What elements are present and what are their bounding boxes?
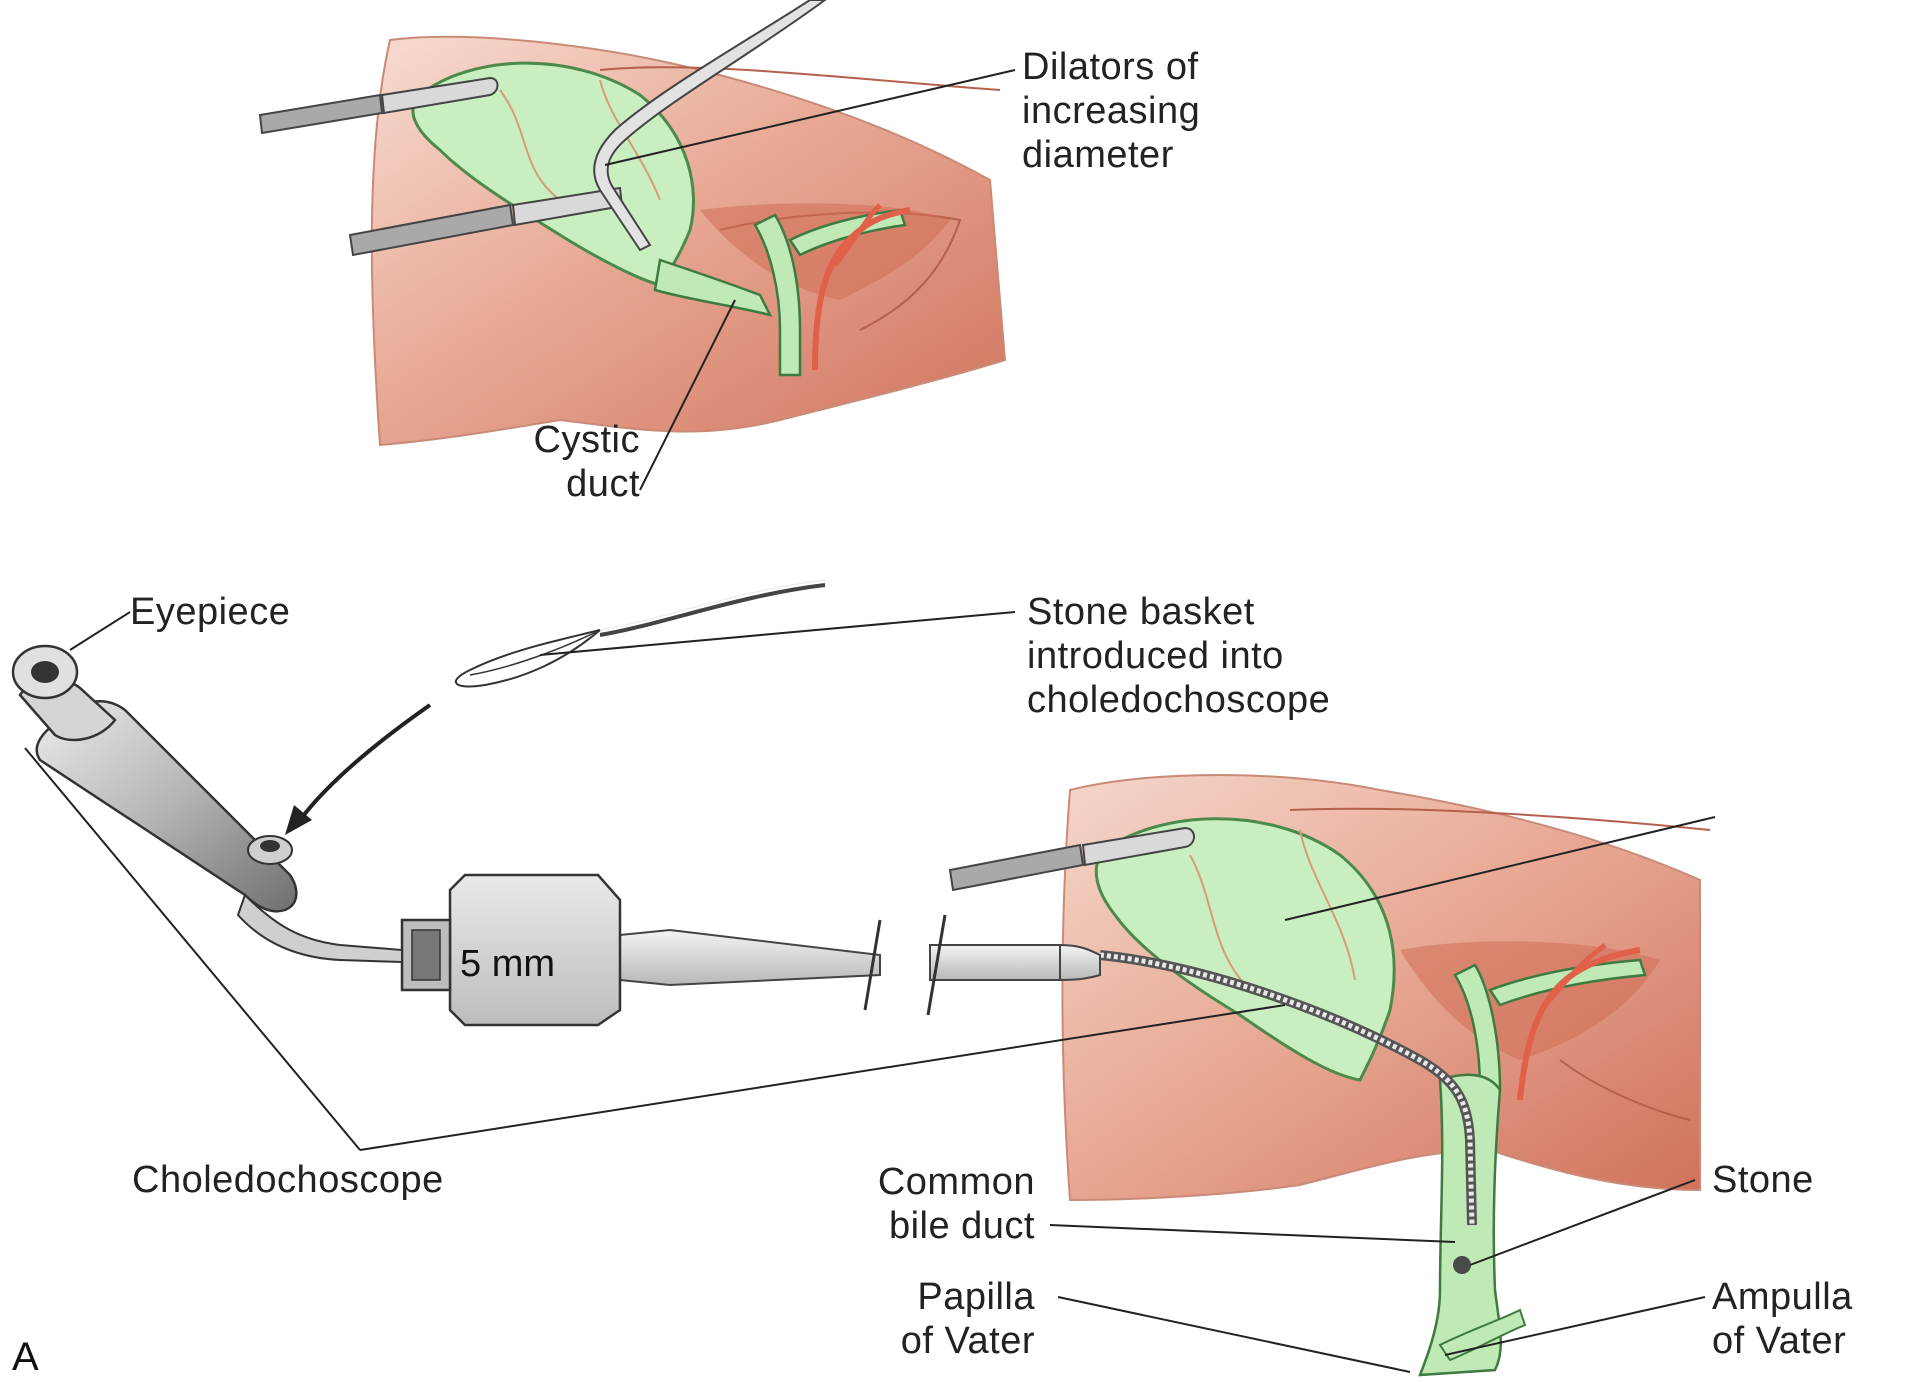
- cystic-duct-label-line-1: Cystic: [470, 418, 640, 462]
- stone-basket-label: Stone basket introduced into choledochos…: [1027, 590, 1330, 722]
- scope-size-label: 5 mm: [460, 943, 555, 986]
- dilators-label-line-2: increasing: [1022, 89, 1200, 133]
- cystic-duct-label: Cystic duct: [470, 418, 640, 506]
- stone-basket-label-line-1: Stone basket: [1027, 590, 1330, 634]
- ampulla-label-line-1: Ampulla: [1712, 1275, 1853, 1319]
- dilators-label-line-3: diameter: [1022, 133, 1200, 177]
- scope-shaft: [620, 915, 1100, 1015]
- eyepiece-label: Eyepiece: [130, 590, 290, 634]
- common-bile-duct-label-line-1: Common: [760, 1160, 1035, 1204]
- stone-label: Stone: [1712, 1158, 1814, 1202]
- leader-papilla: [1058, 1297, 1410, 1372]
- stone-shape: [1453, 1256, 1471, 1274]
- papilla-label-line-1: Papilla: [780, 1275, 1035, 1319]
- common-bile-duct-label-line-2: bile duct: [760, 1204, 1035, 1248]
- leader-common-bile-duct: [1050, 1225, 1455, 1242]
- papilla-label-line-2: of Vater: [780, 1319, 1035, 1363]
- choledochoscope-label: Choledochoscope: [132, 1158, 444, 1202]
- common-bile-duct-label: Common bile duct: [760, 1160, 1035, 1248]
- stone-basket-label-line-2: introduced into: [1027, 634, 1330, 678]
- dilators-label-line-1: Dilators of: [1022, 45, 1200, 89]
- top-panel: [260, 0, 1005, 445]
- bottom-panel: [13, 580, 1710, 1375]
- ampulla-label: Ampulla of Vater: [1712, 1275, 1853, 1363]
- ampulla-label-line-2: of Vater: [1712, 1319, 1853, 1363]
- dilators-label: Dilators of increasing diameter: [1022, 45, 1200, 177]
- panel-label: A: [12, 1335, 39, 1380]
- leader-eyepiece: [70, 612, 130, 650]
- papilla-label: Papilla of Vater: [780, 1275, 1035, 1363]
- cystic-duct-label-line-2: duct: [470, 462, 640, 506]
- basket-arrow: [300, 705, 430, 820]
- leader-stone: [1470, 1180, 1695, 1265]
- stone-basket-label-line-3: choledochoscope: [1027, 678, 1330, 722]
